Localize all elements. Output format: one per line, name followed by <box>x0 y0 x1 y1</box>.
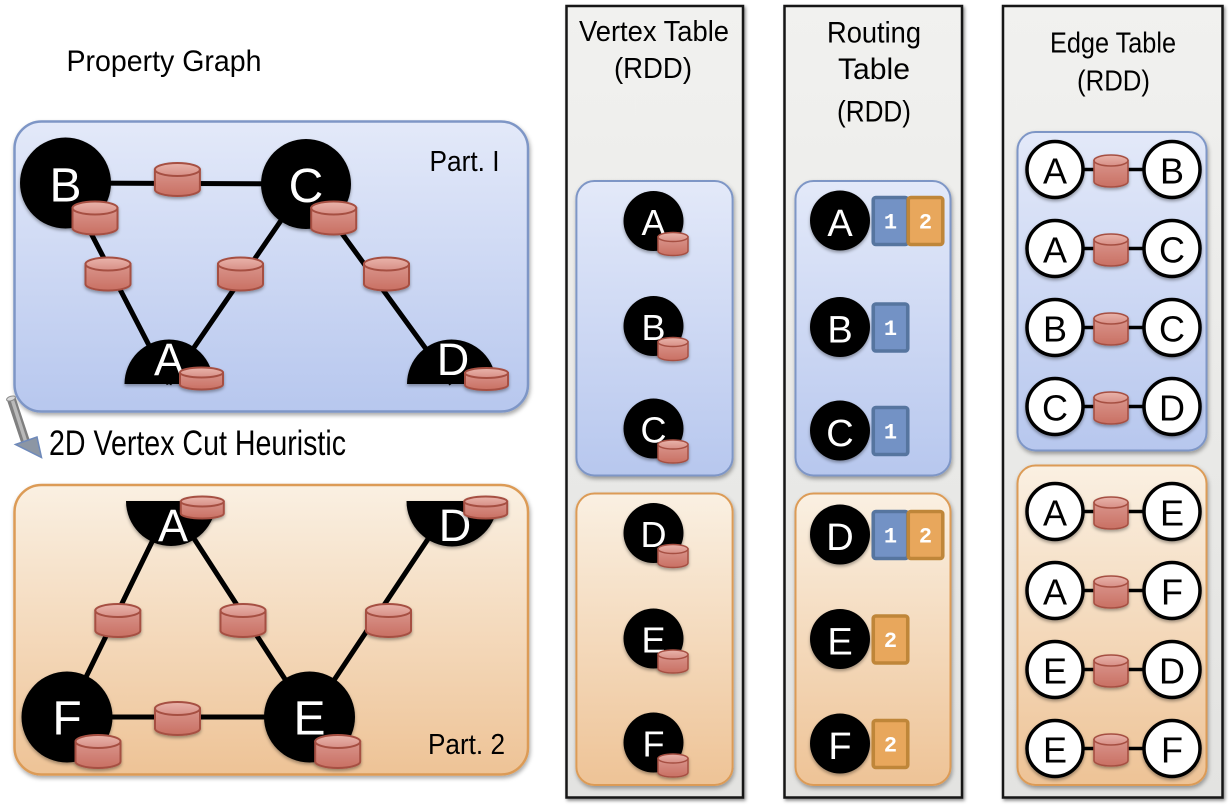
svg-text:B: B <box>1160 151 1184 192</box>
svg-text:Part. I: Part. I <box>430 146 500 178</box>
svg-text:F: F <box>1161 572 1183 613</box>
svg-text:1: 1 <box>884 317 897 342</box>
svg-text:F: F <box>1161 730 1183 771</box>
svg-text:A: A <box>827 203 853 245</box>
svg-text:(RDD): (RDD) <box>1077 66 1150 98</box>
svg-text:E: E <box>1043 651 1067 692</box>
svg-text:(RDD): (RDD) <box>837 96 911 129</box>
svg-text:Vertex Table: Vertex Table <box>579 16 729 48</box>
svg-text:C: C <box>1159 309 1185 350</box>
svg-text:(RDD): (RDD) <box>614 53 692 85</box>
svg-text:1: 1 <box>884 525 897 550</box>
svg-text:Table: Table <box>838 53 910 86</box>
svg-text:D: D <box>1159 388 1185 429</box>
svg-text:2D Vertex Cut Heuristic: 2D Vertex Cut Heuristic <box>49 424 346 463</box>
svg-text:B: B <box>827 310 852 352</box>
svg-text:E: E <box>1160 493 1184 534</box>
svg-text:1: 1 <box>884 211 897 236</box>
svg-text:F: F <box>828 726 851 768</box>
svg-text:D: D <box>1159 651 1185 692</box>
svg-text:E: E <box>1043 730 1067 771</box>
svg-text:1: 1 <box>884 421 897 446</box>
svg-text:F: F <box>52 693 81 746</box>
svg-text:F: F <box>643 724 665 765</box>
svg-text:Part. 2: Part. 2 <box>428 729 505 761</box>
svg-text:C: C <box>1159 230 1185 271</box>
svg-text:Routing: Routing <box>827 17 921 50</box>
svg-text:2: 2 <box>884 629 897 654</box>
svg-text:2: 2 <box>919 211 932 236</box>
svg-text:E: E <box>827 622 852 664</box>
svg-text:Property Graph: Property Graph <box>67 45 262 78</box>
svg-text:2: 2 <box>884 734 897 759</box>
svg-text:A: A <box>1043 230 1067 271</box>
svg-text:C: C <box>1042 388 1068 429</box>
svg-text:D: D <box>437 334 470 385</box>
svg-text:C: C <box>826 413 853 455</box>
svg-text:A: A <box>1043 493 1067 534</box>
svg-text:B: B <box>1043 309 1067 350</box>
svg-text:2: 2 <box>919 525 932 550</box>
svg-text:A: A <box>1043 572 1067 613</box>
svg-text:Edge Table: Edge Table <box>1050 28 1176 60</box>
svg-text:A: A <box>1043 151 1067 192</box>
svg-text:D: D <box>826 517 853 559</box>
